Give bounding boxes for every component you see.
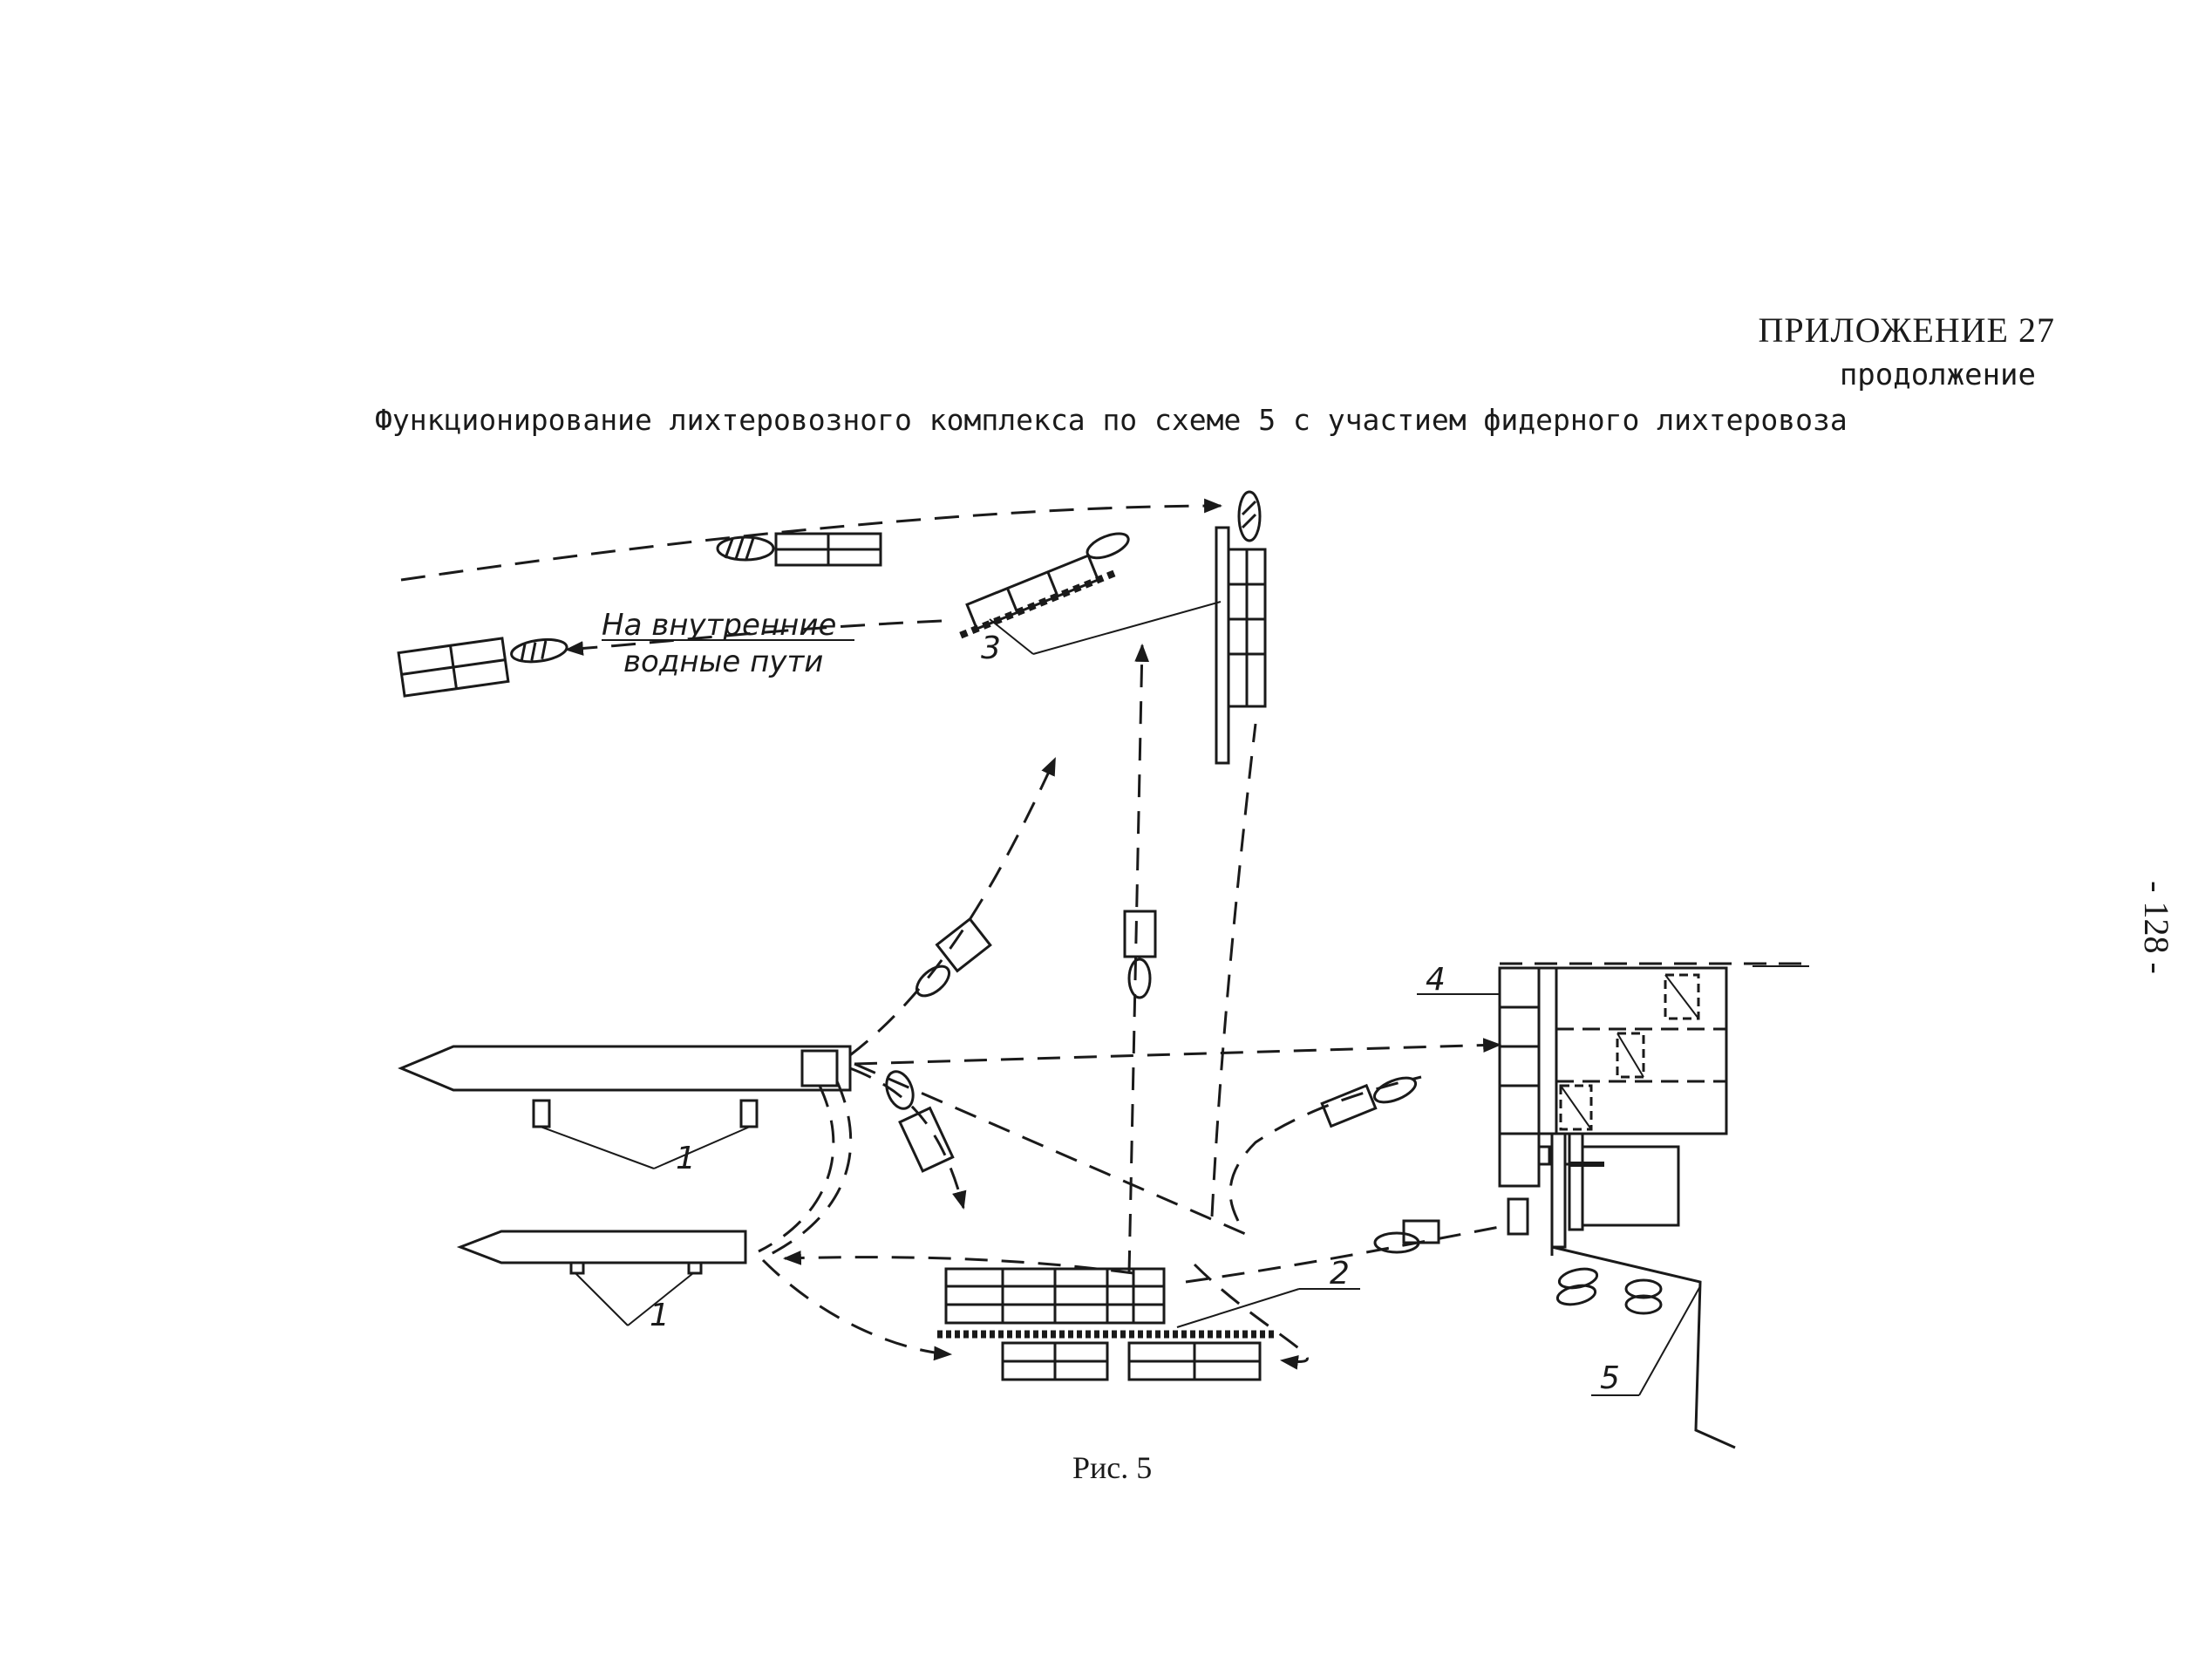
top-route: На внутренние водные пути 3 xyxy=(397,490,1267,765)
callout-2: 2 xyxy=(1330,1256,1350,1292)
pusher-tow-3 xyxy=(959,532,1130,639)
callout-1-upper: 1 xyxy=(676,1141,696,1176)
callout-3: 3 xyxy=(981,630,1001,666)
towed-lighter-inland xyxy=(397,637,568,698)
feeder-lighter-carrier-2: 2 xyxy=(937,1256,1360,1381)
figure-title: Функционирование лихтеровозного комплекс… xyxy=(375,403,1848,437)
lighter-carrier-lower: 1 xyxy=(456,1230,747,1333)
appendix-heading: ПРИЛОЖЕНИЕ 27 xyxy=(1758,310,2055,350)
callout-1-lower: 1 xyxy=(650,1298,670,1333)
callout-5: 5 xyxy=(1600,1360,1620,1396)
lighters-in-transit xyxy=(885,910,1440,1254)
route-top-arrow xyxy=(400,498,1223,582)
central-routes xyxy=(758,643,1509,1370)
inland-label-line1: На внутренние xyxy=(602,608,836,643)
continuation-label: продолжение xyxy=(1839,358,2036,392)
figure-caption: Рис. 5 xyxy=(1072,1450,1153,1485)
callout-4: 4 xyxy=(1426,962,1446,998)
port-terminal: 4 5 xyxy=(1417,962,1809,1449)
lighter-carrier-upper: 1 xyxy=(398,1045,852,1176)
feeder-lighter-carrier-upper xyxy=(1215,490,1267,765)
route-inland-arrow xyxy=(564,619,943,656)
towed-lighter-top xyxy=(716,532,882,567)
inland-label-line2: водные пути xyxy=(623,644,823,679)
